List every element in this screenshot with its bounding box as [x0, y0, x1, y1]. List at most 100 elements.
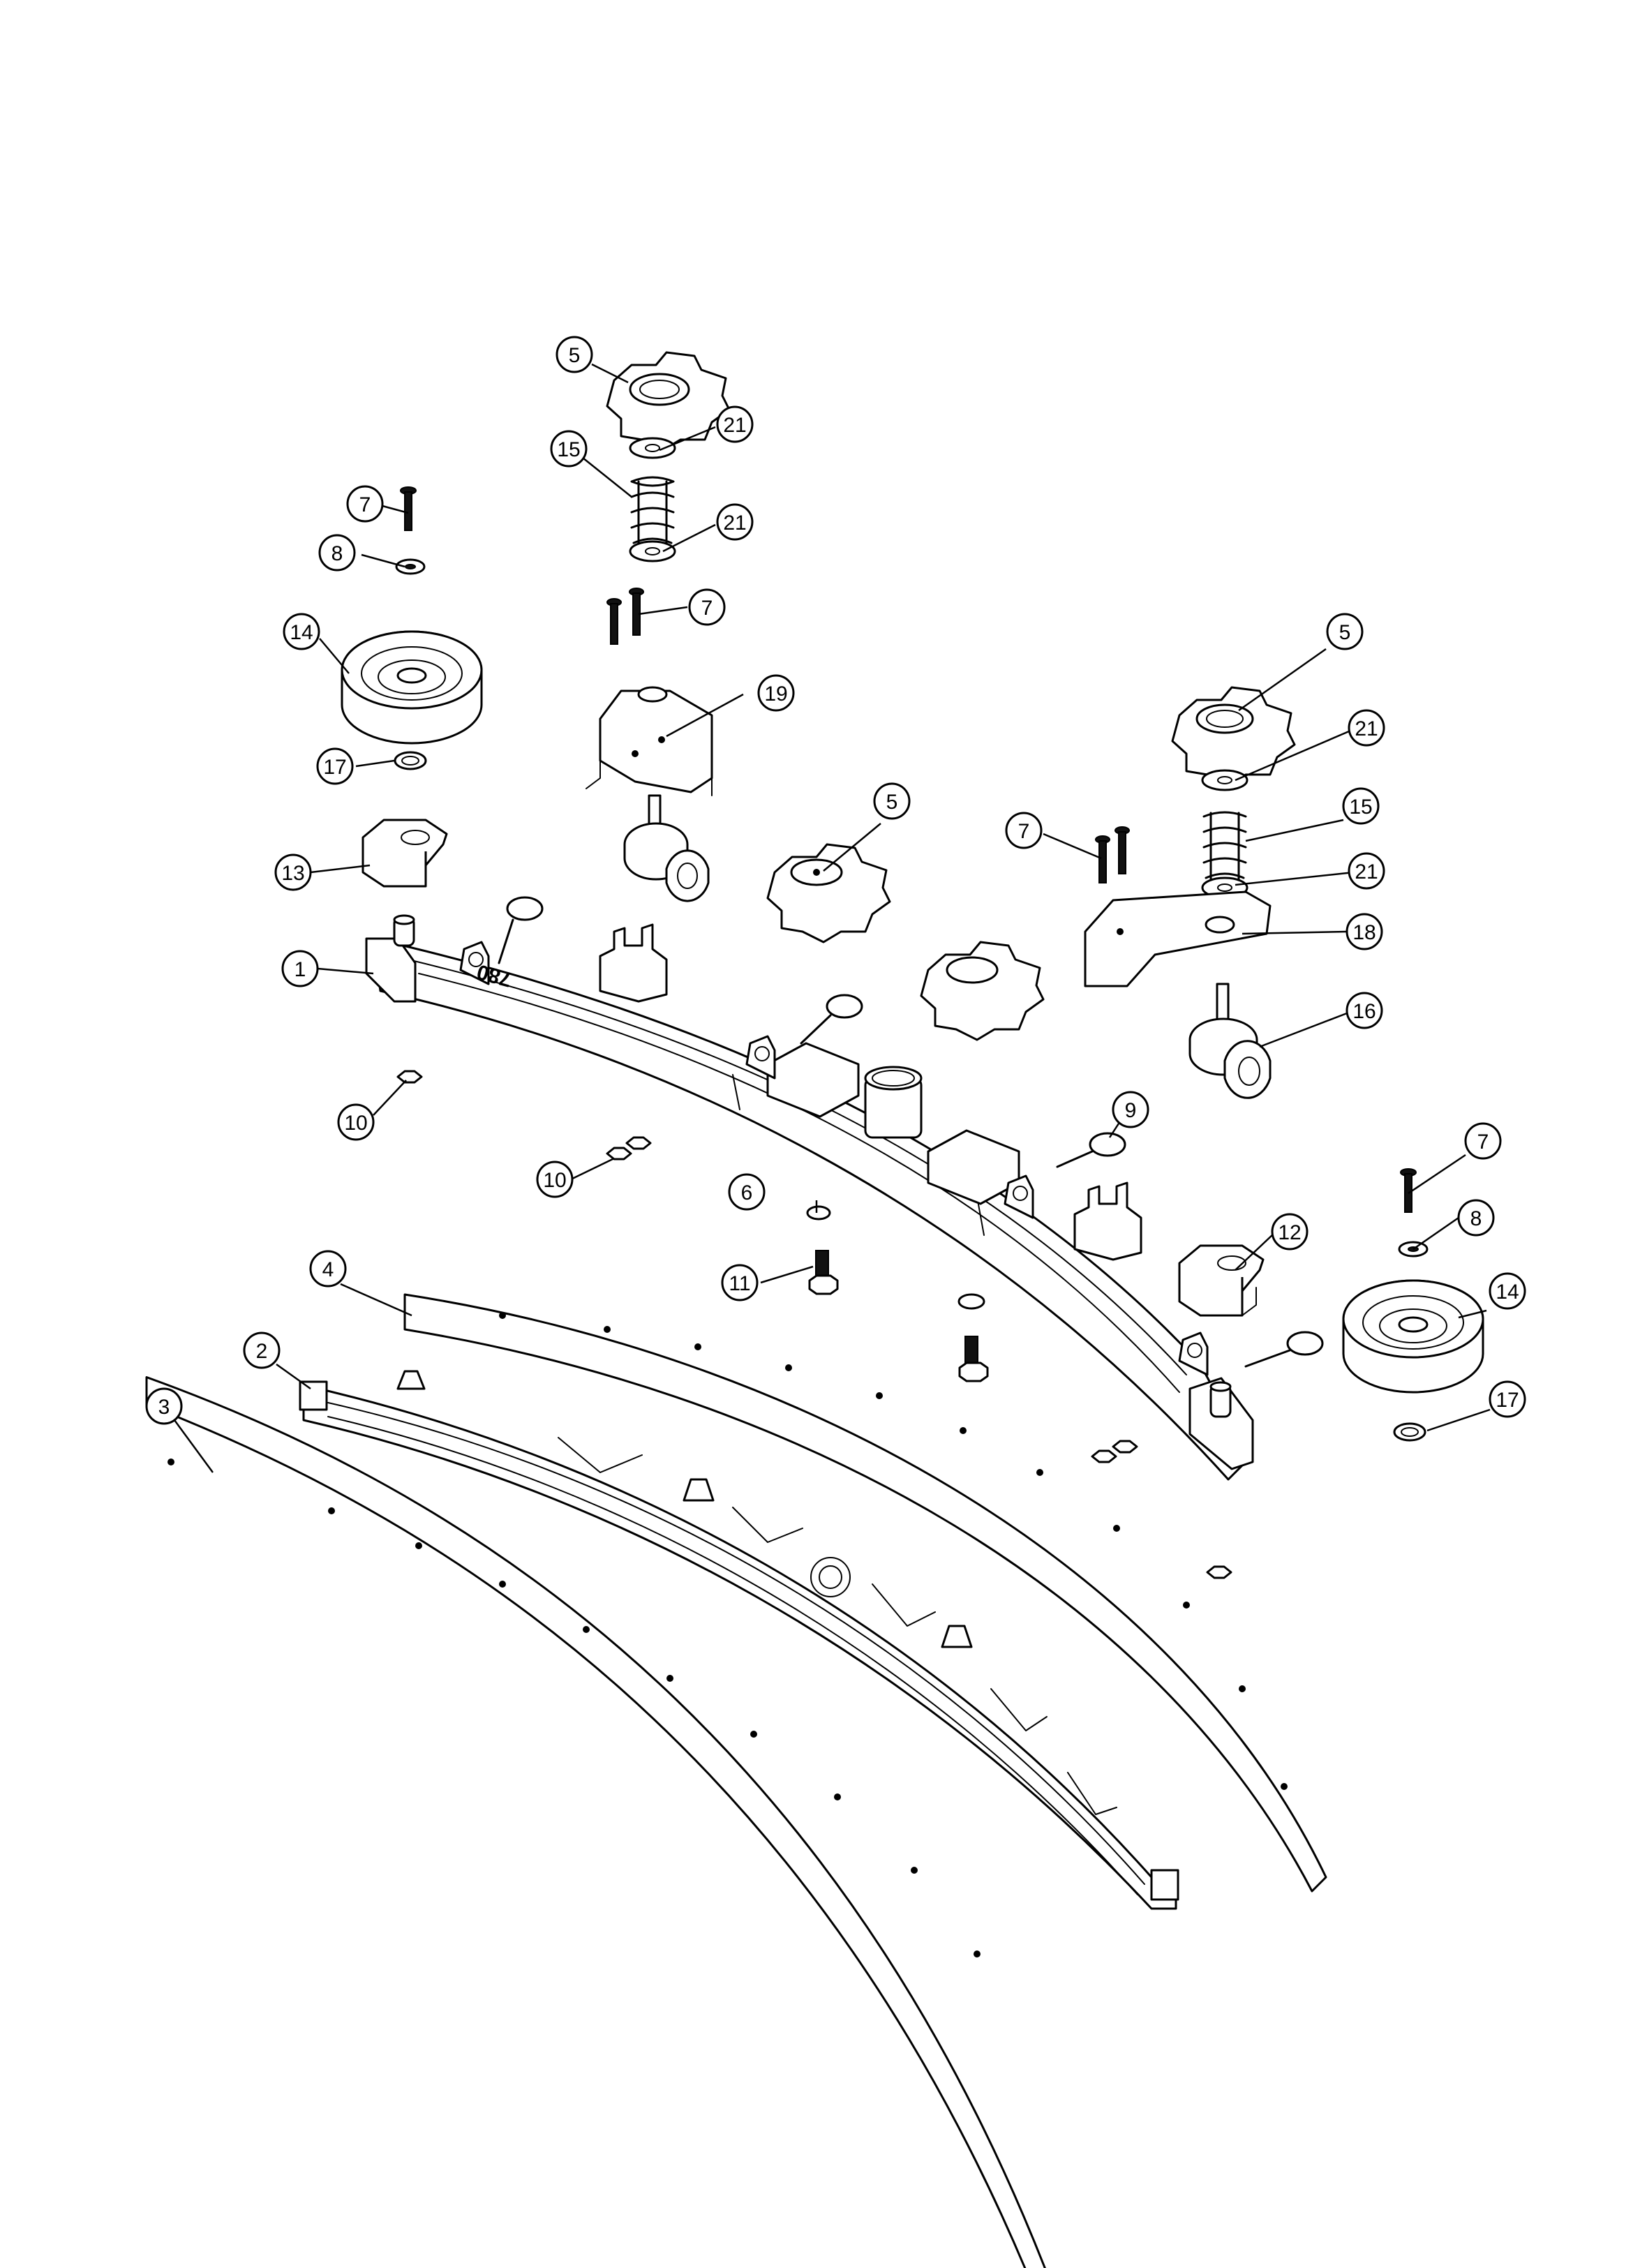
part-19-bracket: [586, 686, 713, 796]
svg-text:5: 5: [1339, 621, 1351, 644]
callout-12: 12: [1271, 1213, 1309, 1251]
callout-17-a: 17: [316, 747, 354, 785]
part-21-washer-b: [629, 540, 676, 562]
part-14-wheel-right: [1342, 1279, 1484, 1394]
callout-15-a: 15: [550, 430, 588, 468]
blade-holes: [499, 1312, 1288, 1790]
callout-10-b: 10: [536, 1161, 574, 1198]
callout-5-top: 5: [556, 336, 593, 373]
callout-8-b: 8: [1457, 1199, 1495, 1237]
svg-text:18: 18: [1352, 921, 1376, 944]
part-21-washer-a: [629, 437, 676, 459]
part-7-screws-bracket-18: [1095, 826, 1130, 883]
part-17-ring-right: [1393, 1422, 1426, 1442]
svg-text:11: 11: [729, 1272, 750, 1295]
part-16-caster: [1188, 983, 1272, 1099]
ring-pin-center: [800, 994, 863, 1045]
callout-13: 13: [274, 853, 312, 891]
part-5-knob-middle: [766, 843, 891, 943]
svg-text:5: 5: [569, 344, 581, 367]
callout-6: 6: [728, 1173, 766, 1211]
callout-21-b: 21: [716, 503, 754, 541]
part-18-bracket: [1084, 890, 1272, 987]
svg-text:17: 17: [323, 756, 346, 779]
part-13-clamp-block: [361, 819, 448, 888]
part-1-squeegee-body: 780: [365, 914, 1254, 1481]
leader-lines: [173, 363, 1491, 1473]
part-5-knob-top: [606, 351, 731, 452]
svg-text:21: 21: [1355, 860, 1378, 883]
part-7-screws-bracket-19: [606, 588, 644, 645]
callout-16: 16: [1345, 992, 1383, 1029]
nuts-lower: [1091, 1440, 1232, 1579]
part-21-washer-c: [1201, 769, 1248, 791]
part-17-ring-left: [394, 751, 427, 770]
part-9-ring-pin: [1056, 1132, 1126, 1168]
callout-19: 19: [757, 674, 795, 712]
callout-9: 9: [1112, 1091, 1149, 1128]
part-6-split-washer: [806, 1205, 831, 1221]
body-right-end: [1188, 1377, 1254, 1470]
part-7-screw-left-wheel: [400, 486, 417, 531]
svg-text:1: 1: [295, 958, 306, 981]
svg-text:10: 10: [543, 1169, 566, 1192]
svg-text:15: 15: [1349, 796, 1372, 819]
callout-5-middle: 5: [873, 782, 911, 820]
part-15-spring-b: [1202, 811, 1247, 881]
callout-7-c: 7: [1005, 812, 1043, 849]
svg-text:21: 21: [1355, 717, 1378, 740]
svg-text:3: 3: [158, 1396, 170, 1419]
callout-7-a: 7: [346, 485, 384, 523]
svg-text:16: 16: [1352, 1000, 1376, 1023]
svg-text:8: 8: [331, 542, 343, 565]
body-clips: [599, 923, 1142, 1261]
svg-text:7: 7: [1477, 1131, 1489, 1154]
part-4-front-squeegee-blade: [403, 1293, 1327, 1893]
svg-text:21: 21: [723, 414, 746, 437]
knob-extra: [920, 941, 1045, 1041]
part-8-washer-left: [395, 558, 426, 575]
caster-under-19: [623, 794, 710, 902]
svg-text:17: 17: [1496, 1389, 1519, 1412]
part-14-wheel-left: [341, 630, 483, 745]
ring-pin-right: [1244, 1331, 1324, 1368]
bolt-b: [957, 1293, 989, 1382]
body-tabs: [459, 941, 1209, 1376]
part-12-clamp-block: [1178, 1244, 1265, 1317]
callout-3: 3: [145, 1387, 183, 1425]
svg-text:6: 6: [741, 1181, 753, 1204]
frame-tabs: [396, 1370, 973, 1648]
svg-text:19: 19: [764, 682, 787, 706]
callout-5-right: 5: [1326, 613, 1364, 650]
rear-blade-holes: [167, 1458, 981, 1957]
callout-11: 11: [721, 1264, 759, 1301]
callout-18: 18: [1345, 913, 1383, 950]
svg-text:7: 7: [359, 493, 371, 516]
callout-21-d: 21: [1348, 852, 1385, 890]
svg-text:2: 2: [256, 1340, 268, 1363]
callout-21-a: 21: [716, 405, 754, 443]
callout-7-d: 7: [1464, 1122, 1502, 1160]
part-5-knob-right-top: [1171, 686, 1296, 786]
svg-text:15: 15: [557, 438, 580, 461]
svg-text:13: 13: [281, 862, 304, 885]
svg-text:9: 9: [1125, 1099, 1137, 1122]
part-10-nuts-b: [606, 1136, 652, 1161]
svg-text:8: 8: [1470, 1207, 1482, 1230]
callout-7-b: 7: [688, 588, 726, 626]
part-11-bolt-a: [808, 1250, 839, 1295]
part-15-spring-a: [630, 476, 675, 547]
svg-text:4: 4: [322, 1258, 334, 1281]
part-2-blade-holder-frame: [299, 1370, 1179, 1910]
svg-text:12: 12: [1278, 1221, 1301, 1244]
svg-text:7: 7: [1018, 820, 1030, 843]
callout-14-a: 14: [283, 613, 320, 650]
callout-8-a: 8: [318, 534, 356, 572]
callout-4: 4: [309, 1250, 347, 1288]
part-3-rear-squeegee-blade: [145, 1376, 1046, 2268]
svg-text:7: 7: [701, 597, 713, 620]
svg-text:14: 14: [290, 621, 313, 644]
frame-ribs: [558, 1437, 1117, 1815]
svg-text:21: 21: [723, 512, 746, 535]
